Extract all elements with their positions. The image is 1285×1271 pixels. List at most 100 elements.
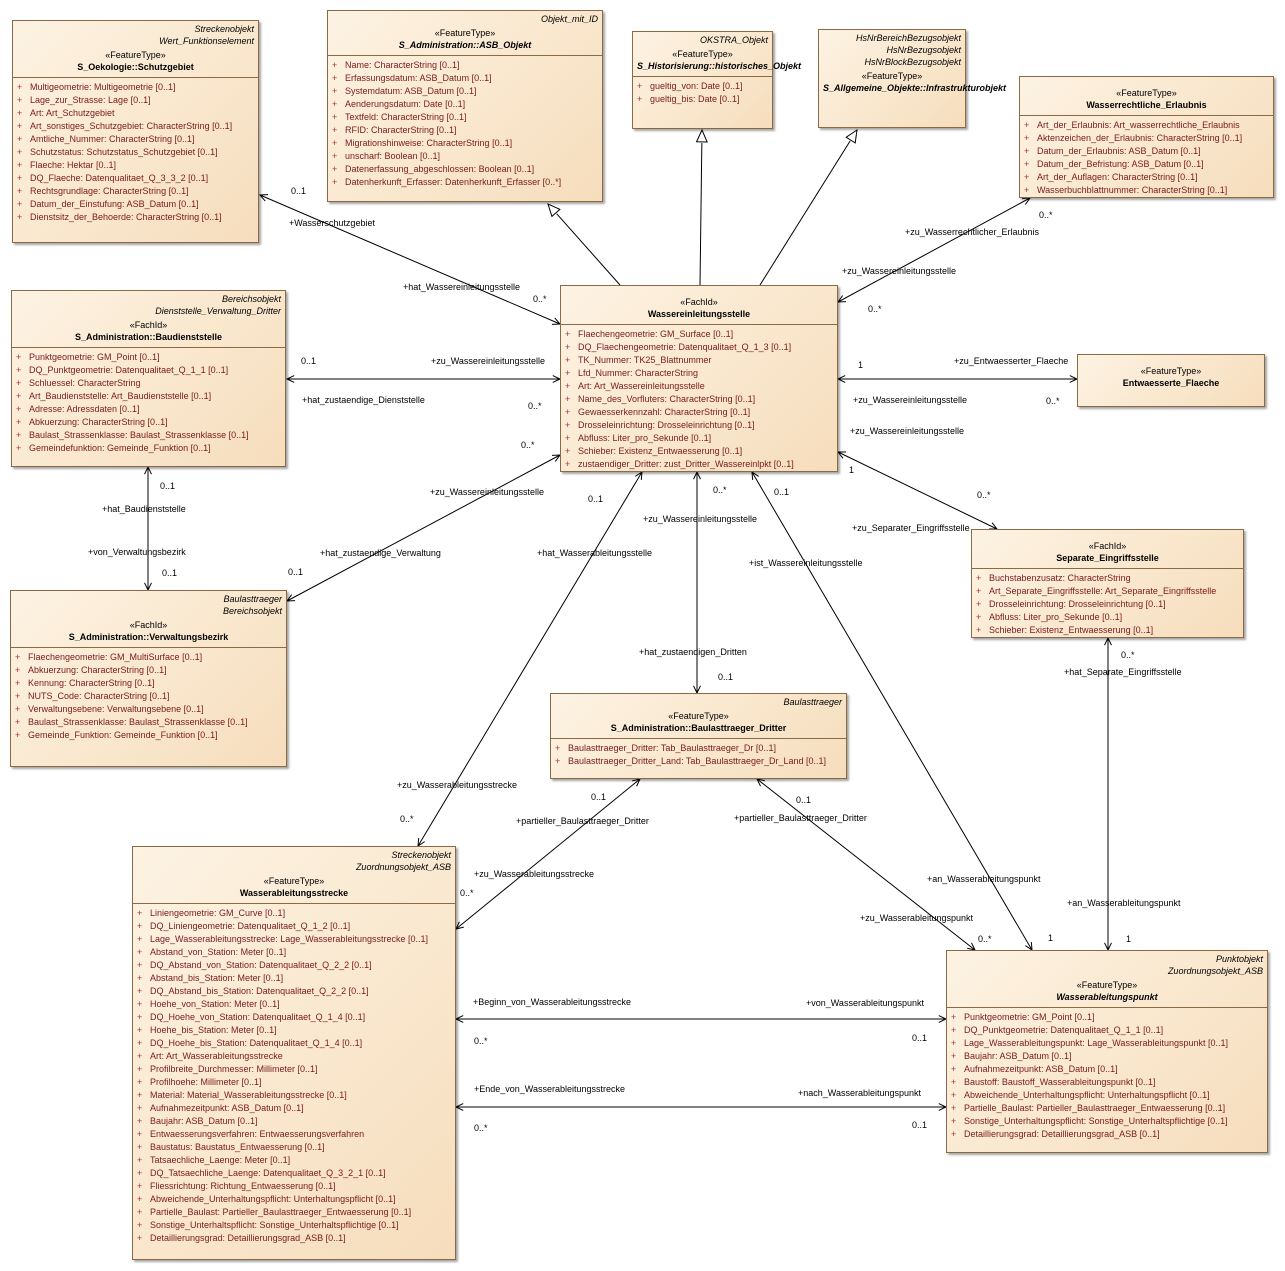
assoc-baudienststelle-arrow-start [285,375,295,383]
role-label: +partieller_Baulasttraeger_Dritter [734,813,867,823]
attribute-row: +NUTS_Code: CharacterString [0..1] [15,690,282,703]
public-visibility-icon: + [16,417,22,427]
role-label: +von_Verwaltungsbezirk [88,547,186,557]
attribute-text: unscharf: Boolean [0..1] [345,151,441,161]
class-name: S_Historisierung::historisches_Objekt [637,61,802,71]
assoc-ableitungsstrecke-arrow-end [417,837,425,847]
class-box-erlaubnis[interactable]: «FeatureType»Wasserrechtliche_Erlaubnis +… [1019,76,1274,198]
multiplicity-label: 0..* [533,294,547,304]
attribute-text: Baulasttraeger_Dritter_Land: Tab_Baulast… [568,756,826,766]
public-visibility-icon: + [137,986,143,996]
attribute-row: +Name_des_Vorfluters: CharacterString [0… [565,393,833,406]
attribute-text: Abfluss: Liter_pro_Sekunde [0..1] [989,612,1123,622]
role-label: +zu_Wassereinleitungsstelle [643,514,757,524]
class-box-einleitungsstelle[interactable]: «FachId»Wassereinleitungsstelle+Flaechen… [560,285,838,472]
public-visibility-icon: + [332,60,338,70]
attribute-text: DQ_Flaeche: Datenqualitaet_Q_3_3_2 [0..1… [30,173,209,183]
public-visibility-icon: + [15,652,21,662]
class-box-eingriffsstelle[interactable]: «FachId»Separate_Eingriffsstelle+Buchsta… [971,529,1244,638]
assoc-erlaubnis-arrow-start [836,295,847,303]
attribute-row: +DQ_Liniengeometrie: Datenqualitaet_Q_1_… [137,920,451,933]
attribute-text: Schutzstatus: Schutzstatus_Schutzgebiet … [30,147,218,157]
attribute-row: +gueltig_bis: Date [0..1] [637,93,768,106]
public-visibility-icon: + [976,612,982,622]
attribute-text: Aktenzeichen_der_Erlaubnis: CharacterStr… [1037,133,1243,143]
generalization-asb-objekt-triangle [547,203,561,218]
public-visibility-icon: + [17,108,23,118]
role-label: +zu_Wassereinleitungsstelle [853,395,967,405]
multiplicity-label: 0..* [977,490,991,500]
public-visibility-icon: + [137,1038,143,1048]
class-header: «FeatureType»Wasserrechtliche_Erlaubnis [1020,77,1273,116]
public-visibility-icon: + [137,1194,143,1204]
assoc-ableitungsstrecke [417,471,643,847]
class-box-entwflaeche[interactable]: «FeatureType»Entwaesserte_Flaeche [1077,354,1265,407]
public-visibility-icon: + [17,121,23,131]
role-label: +zu_Wassereinleitungsstelle [430,487,544,497]
multiplicity-label: 0..* [713,485,727,495]
public-visibility-icon: + [137,1051,143,1061]
attribute-text: Aufnahmezeitpunkt: ASB_Datum [0..1] [150,1103,304,1113]
attribute-row: +DQ_Hoehe_von_Station: Datenqualitaet_Q_… [137,1011,451,1024]
attribute-text: Name_des_Vorfluters: CharacterString [0.… [578,394,756,404]
header-spacer [1082,357,1260,363]
assoc-ist-einleitungsstelle [751,471,1033,951]
attribute-text: Art_der_Auflagen: CharacterString [0..1] [1037,172,1198,182]
role-label: +zu_Wassereinleitungsstelle [850,426,964,436]
public-visibility-icon: + [951,1038,957,1048]
attribute-row: +Detaillierungsgrad: Detaillierungsgrad_… [137,1232,451,1245]
class-box-baulasttraeger[interactable]: Baulasttraeger«FeatureType»S_Administrat… [550,693,847,779]
attribute-row: + Abfluss: Liter_pro_Sekunde [0..1] [976,611,1239,624]
attribute-row: +Punktgeometrie: GM_Point [0..1] [951,1011,1263,1024]
multiplicity-label: 0..1 [301,356,317,366]
attribute-row: +Aenderungsdatum: Date [0..1] [332,98,598,111]
public-visibility-icon: + [137,1181,143,1191]
attribute-row: +DQ_Abstand_von_Station: Datenqualitaet_… [137,959,451,972]
public-visibility-icon: + [951,1103,957,1113]
attribute-text: Hoehe_bis_Station: Meter [0..1] [150,1025,277,1035]
public-visibility-icon: + [137,947,143,957]
class-stereotype: «FeatureType» [263,876,325,886]
attribute-row: +Gemeinde_Funktion: Gemeinde_Funktion [0… [15,729,282,742]
public-visibility-icon: + [565,446,571,456]
attribute-row: +Gemeindefunktion: Gemeinde_Funktion [0.… [16,442,281,455]
attribute-text: Dienstsitz_der_Behoerde: CharacterString… [30,212,222,222]
assoc-verwaltungsbezirk-arrow-start [144,465,152,475]
attribute-text: Gemeindefunktion: Gemeinde_Funktion [0..… [29,443,211,453]
class-header: «FeatureType»Entwaesserte_Flaeche [1078,355,1264,393]
class-attributes: +Punktgeometrie: GM_Point [0..1]+DQ_Punk… [947,1008,1267,1143]
multiplicity-label: 0..1 [160,481,176,491]
attribute-row: +Amtliche_Nummer: CharacterString [0..1] [17,133,254,146]
public-visibility-icon: + [565,420,571,430]
role-label: +zu_Wassereinleitungsstelle [842,266,956,276]
attribute-text: Art: Art_Schutzgebiet [30,108,115,118]
attribute-text: Schluessel: CharacterString [29,378,141,388]
attribute-text: Sonstige_Unterhaltspflicht: Sonstige_Unt… [150,1220,399,1230]
attribute-text: Aenderungsdatum: Date [0..1] [345,99,466,109]
attribute-text: Textfeld: CharacterString [0..1] [345,112,467,122]
attribute-row: +Sonstige_Unterhaltspflicht: Sonstige_Un… [137,1219,451,1232]
class-box-historisches[interactable]: OKSTRA_Objekt«FeatureType»S_Historisieru… [632,31,802,129]
attribute-text: DQ_Abstand_bis_Station: Datenqualitaet_Q… [150,986,369,996]
attribute-row: +Detaillierungsgrad: Detaillierungsgrad_… [951,1128,1263,1141]
assoc-baulast-punkt [756,778,976,951]
header-spacer [565,288,833,294]
attribute-text: Adresse: Adressdaten [0..1] [29,404,140,414]
generalization-infrastrukturobjekt-triangle [845,128,858,144]
attribute-row: +Abweichende_Unterhaltungspflicht: Unter… [137,1193,451,1206]
public-visibility-icon: + [1024,133,1030,143]
attribute-text: Datenerfassung_abgeschlossen: Boolean [0… [345,164,535,174]
attribute-row: +Fliessrichtung: Richtung_Entwaesserung … [137,1180,451,1193]
class-box-asbobjekt[interactable]: Objekt_mit_ID«FeatureType»S_Administrati… [327,10,603,202]
class-stereotype: «FeatureType» [1140,366,1202,376]
class-tag: Bereichsobjekt [221,294,281,304]
attribute-text: DQ_Hoehe_von_Station: Datenqualitaet_Q_1… [150,1012,366,1022]
class-attributes: +Name: CharacterString [0..1]+Erfassungs… [328,56,602,191]
